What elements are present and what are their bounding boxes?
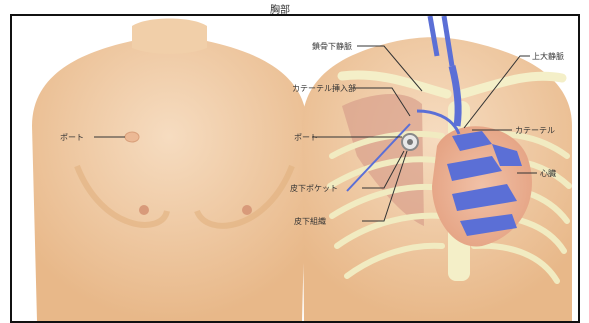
nipple-right bbox=[242, 205, 252, 215]
chest-port-illustration: ポート bbox=[12, 16, 578, 321]
label-port-pocket: 皮下ポケット bbox=[290, 183, 338, 193]
port-septum bbox=[407, 139, 413, 145]
label-port-left: ポート bbox=[60, 133, 84, 142]
nipple-left bbox=[139, 205, 149, 215]
label-catheter: カテーテル bbox=[515, 126, 555, 135]
illustration-frame: ポート bbox=[10, 14, 580, 323]
label-pectoralis: 皮下組織 bbox=[294, 216, 326, 226]
neck-left bbox=[132, 19, 207, 55]
port-bump-icon bbox=[125, 132, 139, 142]
top-bar: 胸部 bbox=[0, 0, 589, 14]
label-superior-vena-cava: 上大静脈 bbox=[532, 51, 564, 61]
left-torso: ポート bbox=[32, 19, 307, 322]
label-catheter-insertion: カテーテル挿入部 bbox=[292, 83, 356, 93]
label-port: ポート bbox=[294, 133, 318, 142]
label-subclavian-vein: 鎖骨下静脈 bbox=[312, 41, 352, 51]
label-heart: 心臓 bbox=[540, 168, 556, 178]
torso-skin-left bbox=[32, 37, 307, 321]
right-torso: 鎖骨下静脈 カテーテル挿入部 ポート 皮下ポケット 皮下組織 上大静脈 カテーテ… bbox=[290, 16, 572, 321]
